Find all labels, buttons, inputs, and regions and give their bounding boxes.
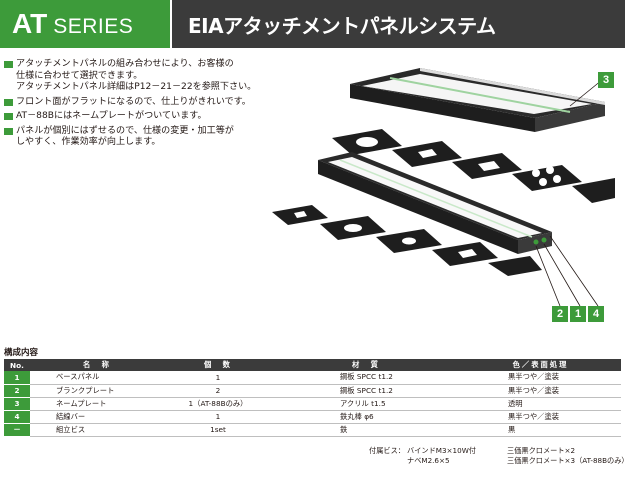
upper-frame-image <box>350 68 605 132</box>
series-word: SERIES <box>53 15 134 38</box>
col-header-finish: 色／表面処理 <box>460 359 621 371</box>
upper-panels-image <box>332 129 615 203</box>
cell-material: アクリル t1.5 <box>272 397 460 411</box>
feature-line: フロント面がフラットになるので、仕上りがきれいです。 <box>16 96 251 107</box>
row-number: 2 <box>4 384 30 398</box>
row-number: 4 <box>4 410 30 424</box>
feature-item: フロント面がフラットになるので、仕上りがきれいです。 <box>4 97 272 109</box>
lower-frame-image <box>318 152 552 254</box>
feature-list: アタッチメントパネルの組み合わせにより、お客様の 仕様に合わせて選択できます。 … <box>4 59 272 152</box>
accessory-finish: 三価黒クロメート×2 <box>507 446 576 455</box>
feature-line: 仕様に合わせて選択できます。 <box>16 70 143 81</box>
cell-qty: 1 <box>164 371 272 385</box>
table-header-row: No. 名 称 個 数 材 質 色／表面処理 <box>4 359 621 371</box>
bullet-square-icon <box>4 127 13 135</box>
cell-name: ベースパネル <box>30 371 164 385</box>
cell-material: 鉄 <box>272 423 460 437</box>
bullet-square-icon <box>4 61 13 68</box>
cell-name: ブランクプレート <box>30 384 164 398</box>
feature-line: アタッチメントパネルの組み合わせにより、お客様の <box>16 59 234 69</box>
table-row: 4 結線バー 1 鉄丸棒 φ6 黒半つや／塗装 <box>4 410 621 424</box>
leader-line <box>543 243 581 307</box>
cell-name: 結線バー <box>30 410 164 424</box>
col-header-qty: 個 数 <box>164 359 272 371</box>
table-row: － 組立ビス 1set 鉄 黒 <box>4 423 621 437</box>
lower-panels-image <box>272 205 542 276</box>
cell-qty: 1（AT-88Bのみ） <box>164 397 272 411</box>
cell-qty: 1set <box>164 423 272 437</box>
title-bar: EIAアタッチメントパネルシステム <box>172 0 625 48</box>
accessory-finish: 三価黒クロメート×3（AT-88Bのみ） <box>507 455 625 465</box>
cell-finish: 黒 <box>460 423 621 437</box>
cell-name: 組立ビス <box>30 423 164 437</box>
row-number: 1 <box>4 371 30 385</box>
section-title: 構成内容 <box>4 348 39 358</box>
table-row: 2 ブランクプレート 2 鋼板 SPCC t1.2 黒半つや／塗装 <box>4 384 621 398</box>
feature-line: AT－88Bにはネームプレートがついています。 <box>16 111 207 121</box>
cell-finish: 黒半つや／塗装 <box>460 384 621 398</box>
cell-finish: 黒半つや／塗装 <box>460 371 621 385</box>
cell-finish: 黒半つや／塗装 <box>460 410 621 424</box>
table-row: 1 ベースパネル 1 鋼板 SPCC t1.2 黒半つや／塗装 <box>4 371 621 385</box>
bullet-square-icon <box>4 98 13 106</box>
cell-finish: 透明 <box>460 397 621 411</box>
leader-line <box>569 79 603 107</box>
feature-item: アタッチメントパネルの組み合わせにより、お客様の 仕様に合わせて選択できます。 … <box>4 59 272 94</box>
cell-name: ネームプレート <box>30 397 164 411</box>
cell-material: 鉄丸棒 φ6 <box>272 410 460 424</box>
accessories-label: 付属ビス： <box>369 446 405 455</box>
cell-material: 鋼板 SPCC t1.2 <box>272 384 460 398</box>
callout-4: 4 <box>588 306 604 322</box>
bullet-square-icon <box>4 113 13 120</box>
page-title: EIAアタッチメントパネルシステム <box>188 14 496 38</box>
accessory-screw: ナベM2.6×5 <box>407 455 450 465</box>
col-header-no: No. <box>4 359 30 371</box>
row-number: － <box>4 423 30 437</box>
col-header-name: 名 称 <box>30 359 164 371</box>
panel-system-drawing <box>272 68 615 307</box>
callout-1: 1 <box>570 306 586 322</box>
callout-2: 2 <box>552 306 568 322</box>
cell-material: 鋼板 SPCC t1.2 <box>272 371 460 385</box>
feature-line: パネルが個別にはずせるので、仕様の変更・加工等が <box>16 125 234 136</box>
row-number: 3 <box>4 397 30 411</box>
accessories-note: 付属ビス： バインドM3×10W付 三価黒クロメート×2 ナベM2.6×5 三価… <box>369 446 625 465</box>
cell-qty: 1 <box>164 410 272 424</box>
feature-item: AT－88Bにはネームプレートがついています。 <box>4 111 272 123</box>
col-header-material: 材 質 <box>272 359 460 371</box>
feature-line: しやすく、作業効率が向上します。 <box>16 137 161 147</box>
series-code: AT <box>12 8 48 39</box>
accessory-screw: バインドM3×10W付 <box>407 446 476 455</box>
spec-table: No. 名 称 個 数 材 質 色／表面処理 1 ベースパネル 1 鋼板 SPC… <box>4 359 621 437</box>
cell-qty: 2 <box>164 384 272 398</box>
table-row: 3 ネームプレート 1（AT-88Bのみ） アクリル t1.5 透明 <box>4 397 621 411</box>
leader-line <box>535 245 561 307</box>
callout-3: 3 <box>598 72 614 88</box>
leader-line <box>549 235 599 307</box>
feature-item: パネルが個別にはずせるので、仕様の変更・加工等が しやすく、作業効率が向上します… <box>4 126 272 149</box>
product-illustration: 3 2 1 4 <box>270 56 625 331</box>
feature-line: アタッチメントパネル詳細はP12－21－22を参照下さい。 <box>16 82 257 92</box>
